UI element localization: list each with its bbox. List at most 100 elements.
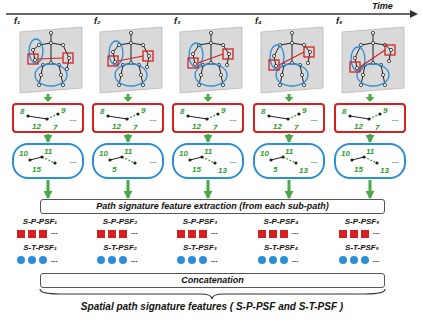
feature-label: S-T-PSF₁ (23, 243, 56, 253)
joint (389, 48, 392, 51)
joint (274, 64, 277, 67)
feature-square (28, 230, 36, 238)
sub-path-link (369, 114, 380, 119)
joint (362, 155, 365, 158)
feature-square (188, 230, 196, 238)
skeleton-frame (100, 27, 162, 102)
joint (213, 161, 216, 164)
frame-panel (100, 27, 162, 93)
joint-number: 9 (302, 106, 306, 115)
feature-circle (339, 256, 347, 264)
joint-number: 10 (179, 149, 188, 158)
body-part-ellipse (351, 47, 365, 71)
sub-path-link (207, 114, 218, 119)
brace (40, 289, 385, 299)
flow-arrow (369, 134, 372, 142)
feature-square (108, 230, 116, 238)
joint (188, 158, 191, 161)
bone (63, 45, 69, 58)
joint-number: 12 (112, 122, 121, 131)
joint (209, 41, 212, 44)
joint-number: ... (150, 156, 157, 165)
feature-circle (361, 256, 369, 264)
joint-number: ... (70, 156, 77, 165)
bone (28, 116, 47, 119)
frame-label: f₄ (255, 16, 262, 27)
joint-number: 13 (380, 166, 389, 175)
joint-box (350, 62, 360, 72)
joint-number: 7 (133, 123, 137, 132)
joint (306, 61, 309, 64)
band-label: Path signature feature extraction (from … (96, 201, 329, 212)
feature-square (17, 230, 25, 238)
joint (227, 52, 230, 55)
feature-square (269, 230, 277, 238)
joint-link (118, 56, 143, 61)
joint-number: ... (230, 114, 237, 123)
joint (147, 54, 150, 57)
joint (353, 56, 356, 59)
process-band: Concatenation (40, 273, 385, 288)
feature-label: S-P-PSF₁ (23, 217, 57, 227)
process-band: Path signature feature extraction (from … (40, 199, 385, 214)
joint (221, 83, 224, 86)
feature-label: S-P-PSF₃ (183, 217, 218, 227)
joint-number: 9 (61, 106, 65, 115)
joint (272, 54, 275, 57)
joint (371, 31, 374, 34)
joint (39, 73, 42, 76)
sub-path-link (47, 114, 58, 119)
feature-circle (177, 256, 185, 264)
feature-circle (199, 256, 207, 264)
joint-number: 15 (32, 165, 41, 174)
joint-number: ... (392, 114, 399, 123)
ellipsis: ... (51, 227, 58, 237)
joint-number: 5 (112, 165, 116, 174)
bone (373, 43, 374, 63)
joint (145, 65, 148, 68)
joint-number: 12 (273, 122, 282, 131)
feature-label: S-P-PSF₂ (103, 217, 138, 227)
feature-circle (119, 256, 127, 264)
body-part-ellipse (276, 64, 308, 86)
joint-number: 8 (342, 107, 346, 116)
bone (190, 157, 202, 160)
body-part-ellipse (270, 45, 284, 69)
joint-box (385, 45, 395, 55)
joint (294, 161, 297, 164)
flow-arrow (369, 180, 372, 198)
joint-number: ... (230, 156, 237, 165)
feature-square (280, 230, 288, 238)
joint (205, 117, 208, 120)
joint (108, 158, 111, 161)
joint-number: 15 (354, 165, 363, 174)
joint-number: 11 (44, 147, 52, 156)
bone (352, 157, 364, 160)
joint (191, 52, 194, 55)
joint-number: 7 (53, 123, 57, 132)
body-part-ellipse (35, 64, 67, 86)
body-part-ellipse (189, 43, 203, 67)
joint (40, 155, 43, 158)
joint (106, 114, 109, 117)
joint (139, 73, 142, 76)
bone (350, 116, 369, 119)
sub-path-link (127, 114, 138, 119)
body-part-ellipse (115, 64, 147, 86)
feature-label: S-T-PSF₂ (103, 243, 137, 253)
joint-number: 8 (20, 107, 24, 116)
joint-number: 9 (383, 106, 387, 115)
joint (281, 155, 284, 158)
ellipsis: ... (292, 255, 299, 265)
joint-number: 15 (192, 165, 201, 174)
joint (136, 112, 139, 115)
sub-path-pill: 101115... (12, 143, 84, 179)
joint-number: ... (392, 156, 399, 165)
joint (300, 73, 303, 76)
joint (216, 112, 219, 115)
frame-label: f₂ (94, 16, 100, 27)
joint (49, 31, 52, 34)
feature-square (361, 230, 369, 238)
sub-path-link (42, 157, 55, 163)
joint (209, 31, 212, 34)
